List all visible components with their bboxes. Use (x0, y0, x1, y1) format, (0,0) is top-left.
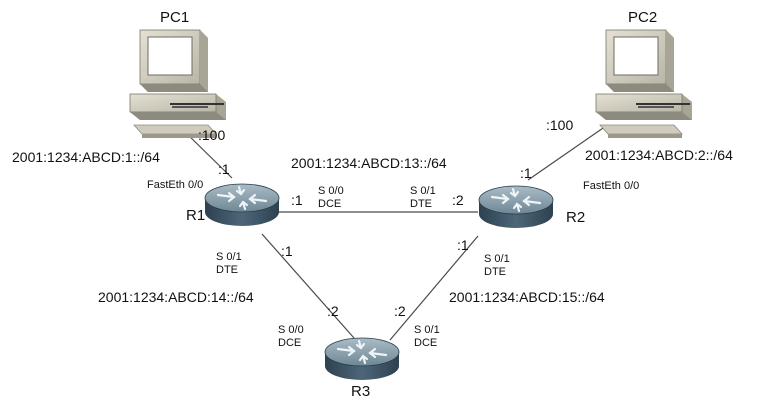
r1-r2-prefix: 2001:1234:ABCD:13::/64 (291, 155, 447, 171)
lan2-prefix: 2001:1234:ABCD:2::/64 (585, 147, 733, 163)
r1-fa-interface: FastEth 0/0 (147, 179, 203, 191)
r2-s01-host-id: :2 (452, 192, 464, 208)
r1-r3-prefix: 2001:1234:ABCD:14::/64 (98, 289, 254, 305)
r2-fa-interface: FastEth 0/0 (583, 180, 639, 192)
link-r1-r3 (261, 233, 355, 339)
links (182, 125, 607, 341)
r2-s00-interface-role: DTE (484, 266, 506, 278)
pc1-name: PC1 (160, 9, 189, 26)
r3-name: R3 (351, 383, 370, 400)
r2-s00-host-id: :1 (457, 237, 469, 253)
r3-s01-interface-name: S 0/1 (414, 324, 440, 336)
pc2-name: PC2 (628, 9, 657, 26)
pc2-icon[interactable] (595, 29, 693, 139)
r3-s00-interface-name: S 0/0 (278, 324, 304, 336)
r2-name: R2 (566, 209, 585, 226)
r1-s01-interface-role: DTE (216, 264, 238, 276)
r2-s00-interface-name: S 0/1 (484, 253, 510, 265)
pc2-host-id: :100 (546, 117, 573, 133)
r1-router-icon[interactable] (203, 182, 281, 228)
r3-s01-interface-role: DCE (414, 337, 437, 349)
r3-s00-host-id: :2 (327, 303, 339, 319)
r1-s00-interface-name: S 0/0 (318, 185, 344, 197)
r2-router-icon[interactable] (477, 184, 555, 230)
r2-s01-interface-role: DTE (410, 198, 432, 210)
r3-s00-interface-role: DCE (278, 337, 301, 349)
r1-s00-interface-role: DCE (318, 198, 341, 210)
r1-s00-host-id: :1 (291, 192, 303, 208)
r2-r3-prefix: 2001:1234:ABCD:15::/64 (449, 289, 605, 305)
r2-fa-host-id: :1 (520, 165, 532, 181)
r1-name: R1 (186, 207, 205, 224)
r2-s01-interface-name: S 0/1 (410, 185, 436, 197)
r3-s01-host-id: :2 (394, 303, 406, 319)
link-pc2-r2 (527, 125, 607, 181)
r1-s01-interface-name: S 0/1 (216, 251, 242, 263)
lan1-prefix: 2001:1234:ABCD:1::/64 (12, 149, 160, 165)
pc1-host-id: :100 (198, 127, 225, 143)
r1-s01-host-id: :1 (281, 243, 293, 259)
pc1-icon[interactable] (129, 29, 227, 139)
r3-router-icon[interactable] (323, 336, 401, 382)
link-r2-r3 (389, 235, 479, 341)
r1-fa-host-id: :1 (218, 161, 230, 177)
